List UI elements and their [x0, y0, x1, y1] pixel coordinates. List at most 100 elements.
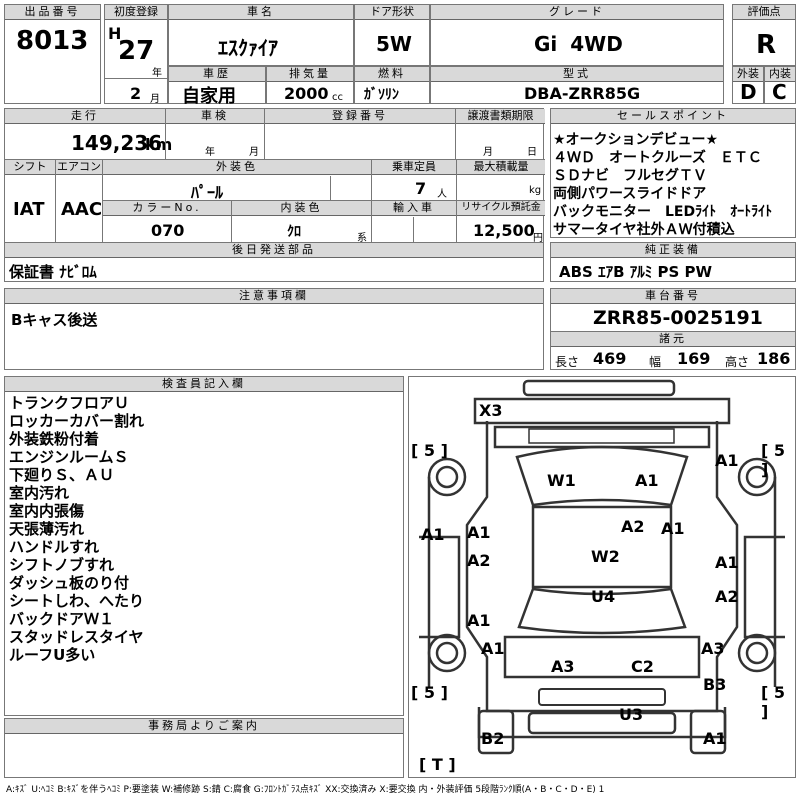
color-no-value: 070	[151, 221, 185, 240]
damage-mark: A2	[621, 517, 645, 536]
equipment-value: ABS ｴｱB ｱﾙﾐ PS PW	[559, 263, 713, 281]
door-cell	[354, 4, 430, 66]
inspector-note: 室内内張傷	[9, 502, 85, 520]
damage-mark: U3	[619, 705, 644, 724]
shift-value: IAT	[13, 199, 45, 220]
interior-color-value: ｸﾛ	[287, 224, 301, 240]
score-label: 評価点	[733, 5, 795, 20]
tyre-rear-left: [ 5 ]	[411, 683, 448, 702]
interior-cell	[764, 66, 796, 104]
capacity-value: 7	[415, 179, 427, 198]
capacity-label: 乗車定員	[372, 160, 456, 175]
equipment-label: 純正装備	[551, 243, 795, 258]
sales-point: ★オークションデビュー★	[553, 132, 719, 148]
damage-mark: A1	[715, 553, 739, 572]
exterior-cell	[732, 66, 764, 104]
width-label: 幅	[649, 355, 662, 369]
reg-month: 2	[130, 84, 142, 103]
damage-mark: A1	[715, 451, 739, 470]
displacement-label: 排気量	[267, 67, 353, 82]
reg-month-unit: 月	[150, 94, 160, 105]
type-label: 型式	[431, 67, 723, 82]
inspector-note: ハンドルすれ	[9, 538, 100, 556]
inspector-note: バックドアＷ１	[9, 610, 115, 628]
transfer-label: 譲渡書類期限	[456, 109, 545, 124]
damage-mark: U4	[591, 587, 616, 606]
sales-point: サマータイヤ社外ＡＷ付積込	[553, 222, 735, 238]
sales-points-list: ★オークションデビュー★ ４ＷＤ オートクルーズ ＥＴＣ ＳＤナビ フルセグＴＶ…	[553, 131, 772, 239]
sales-point: ４ＷＤ オートクルーズ ＥＴＣ	[553, 150, 762, 166]
fuel-value: ｶﾞｿﾘﾝ	[364, 87, 399, 103]
grade-label: グレード	[431, 5, 723, 20]
transfer-day-unit: 日	[527, 147, 537, 158]
damage-mark: A3	[701, 639, 725, 658]
interior-color-label: 内装色	[232, 201, 371, 216]
length-value: 469	[593, 349, 627, 368]
damage-mark: C2	[631, 657, 654, 676]
max-load-unit: kg	[529, 185, 542, 196]
door-label: ドア形状	[355, 5, 429, 20]
width-value: 169	[677, 349, 711, 368]
aircon-value: AAC	[61, 199, 103, 220]
vehicle-info: 走行 149,236 km 車検 年 月 登録番号 譲渡書類期限 月 日 シフト…	[4, 108, 545, 257]
capacity-unit: 人	[437, 189, 447, 200]
inspector-note: ダッシュ板のり付	[9, 574, 130, 592]
inspector-box: 検査員記入欄 トランクフロアＵ ロッカーカバー割れ 外装鉄粉付着 エンジンルーム…	[4, 376, 404, 737]
interior-grade: C	[772, 80, 787, 104]
damage-mark: A1	[467, 523, 491, 542]
model-label: 車名	[169, 5, 353, 20]
damage-diagram: [ 5 ] [ 5 ] [ 5 ] [ 5 ] [ T ] X3 W1 A1 A…	[408, 376, 796, 778]
damage-mark: A1	[635, 471, 659, 490]
office-header: 事務局よりご案内	[5, 719, 403, 734]
aircon-label: エアコン	[56, 160, 102, 175]
reg-year-unit: 年	[152, 68, 162, 79]
mileage-value: 149,236	[71, 131, 163, 155]
caution-label: 注意事項欄	[5, 289, 543, 304]
caution-box: 注意事項欄 Bキャス後送	[4, 288, 544, 370]
inspection-label: 車検	[166, 109, 264, 124]
inspection-year-unit: 年	[205, 147, 215, 158]
color-value: ﾊﾟｰﾙ	[191, 183, 224, 202]
displacement-cell	[266, 66, 354, 104]
first-reg-cell	[104, 4, 168, 104]
damage-mark: A2	[467, 551, 491, 570]
tyre-rear-right: [ 5 ]	[761, 683, 786, 721]
chassis-value: ZRR85-0025191	[593, 307, 763, 329]
inspector-note: シフトノブすれ	[9, 556, 115, 574]
inspector-notes: トランクフロアＵ ロッカーカバー割れ 外装鉄粉付着 エンジンルームＳ 下廻りＳ、…	[9, 394, 144, 664]
plate-label: 登録番号	[265, 109, 455, 124]
damage-mark: B2	[481, 729, 505, 748]
grade-value: Gi 4WD	[534, 32, 623, 56]
lot-label: 出品番号	[5, 5, 100, 20]
caution-value: Bキャス後送	[11, 311, 98, 329]
reg-year: 27	[118, 36, 155, 66]
tyre-front-right: [ 5 ]	[761, 441, 786, 479]
mileage-label: 走行	[5, 109, 165, 124]
inspector-note: シートしわ、へたり	[9, 592, 145, 610]
sales-points-box: セールスポイント ★オークションデビュー★ ４ＷＤ オートクルーズ ＥＴＣ ＳＤ…	[550, 108, 796, 238]
damage-mark: A1	[467, 611, 491, 630]
inspector-note: 天張薄汚れ	[9, 520, 85, 538]
car-outline-diagram	[419, 379, 785, 755]
sales-point: 両側パワースライドドア	[553, 186, 707, 202]
specs-label: 諸元	[551, 331, 795, 347]
color-label: 外装色	[103, 160, 371, 175]
type-cell	[430, 66, 724, 104]
chassis-label: 車台番号	[551, 289, 795, 304]
mileage-unit: km	[145, 135, 173, 154]
inspector-note: 室内汚れ	[9, 484, 70, 502]
lot-number: 8013	[16, 26, 89, 56]
inspector-note: 外装鉄粉付着	[9, 430, 100, 448]
lot-cell	[4, 4, 101, 104]
model-cell	[168, 4, 354, 66]
interior-color-unit: 系	[357, 233, 367, 244]
inspector-note: スタッドレスタイヤ	[9, 628, 144, 646]
score-cell	[732, 4, 796, 66]
fuel-label: 燃料	[355, 67, 429, 82]
import-label: 輸入車	[372, 201, 456, 216]
inspector-note: 下廻りＳ、ＡＵ	[9, 466, 115, 484]
length-label: 長さ	[555, 355, 580, 369]
damage-mark: A1	[703, 729, 727, 748]
color-no-label: カラーNo.	[103, 201, 231, 216]
exterior-label: 外装	[733, 67, 763, 82]
